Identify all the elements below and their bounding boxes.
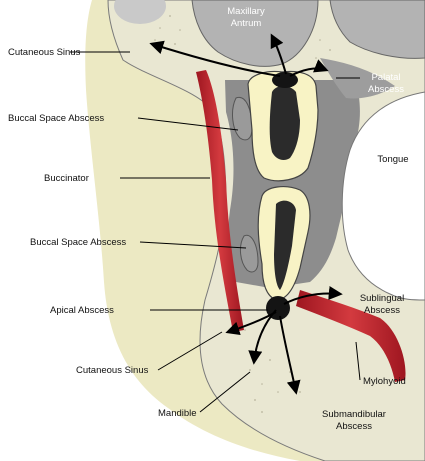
maxillary-antrum <box>191 0 319 67</box>
label-buccal-space-abscess-lower: Buccal Space Abscess <box>30 237 126 248</box>
label-buccinator: Buccinator <box>44 173 89 184</box>
label-cutaneous-sinus-bottom: Cutaneous Sinus <box>76 365 149 376</box>
label-maxillary-antrum-1: Maxillary <box>227 6 265 17</box>
label-submandibular-abscess-1: Submandibular <box>322 409 386 420</box>
tongue <box>341 91 425 301</box>
leader-lines <box>70 51 361 413</box>
buccal-abscess-lower <box>239 234 259 273</box>
label-sublingual-abscess-1: Sublingual <box>360 293 404 304</box>
label-maxillary-antrum-2: Antrum <box>231 18 262 29</box>
label-buccal-space-abscess-upper: Buccal Space Abscess <box>8 113 104 124</box>
label-cutaneous-sinus-top: Cutaneous Sinus <box>8 47 81 58</box>
label-sublingual-abscess-2: Abscess <box>364 305 400 316</box>
upper-tooth-pulp <box>269 86 300 160</box>
mylohyoid-muscle <box>296 290 406 382</box>
buccal-abscess-upper <box>232 96 253 141</box>
drainage-arrows <box>149 33 343 395</box>
label-palatal-abscess-1: Palatal <box>371 72 400 83</box>
label-palatal-abscess-2: Abscess <box>368 84 404 95</box>
label-submandibular-abscess-2: Abscess <box>336 421 372 432</box>
lower-tooth-pulp <box>274 200 296 290</box>
label-mandible: Mandible <box>158 408 197 419</box>
nasal-cavity <box>329 0 425 59</box>
label-tongue: Tongue <box>377 154 408 165</box>
label-mylohyoid: Mylohyoid <box>363 376 406 387</box>
buccinator-muscle <box>196 70 244 332</box>
label-apical-abscess: Apical Abscess <box>50 305 114 316</box>
orbit-shadow <box>114 0 166 24</box>
